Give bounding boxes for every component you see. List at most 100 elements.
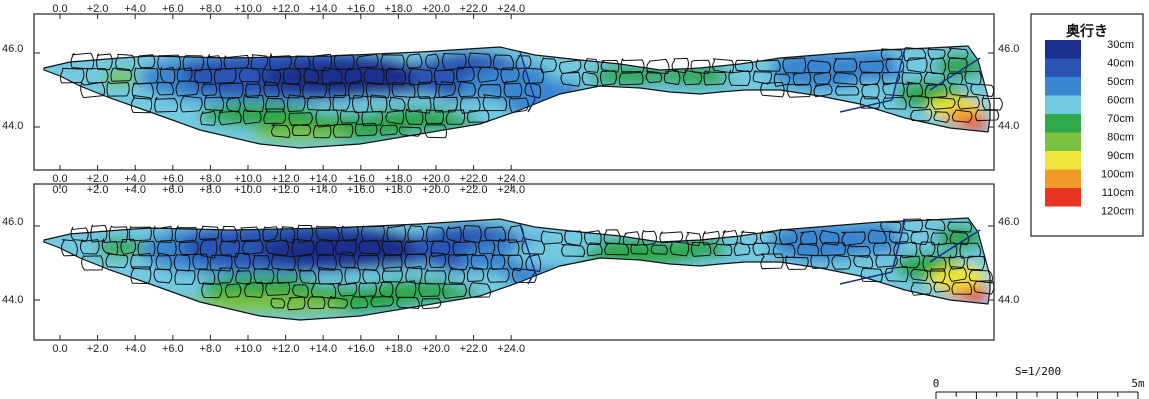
bottom-panel-x-top-tick-label: +8.0 — [200, 184, 222, 196]
stone-outline — [899, 254, 921, 269]
stone-outline — [833, 58, 858, 73]
stone-outline — [380, 54, 405, 71]
bottom-y-tick-left-46: 46.0 — [2, 216, 23, 228]
stone-outline — [217, 267, 234, 284]
bottom-panel-x-bottom-tick-label: +16.0 — [347, 343, 375, 355]
stone-outline — [620, 57, 645, 74]
stone-outline — [239, 226, 261, 242]
stone-outline — [922, 255, 947, 272]
stone-outline — [622, 231, 640, 246]
bottom-panel-x-bottom-tick-label: +12.0 — [272, 343, 300, 355]
stone-outline — [105, 253, 129, 269]
stone-outline — [313, 124, 332, 139]
joint-line — [839, 271, 893, 285]
stone-outline — [417, 80, 437, 100]
stone-outline — [385, 68, 407, 86]
bottom-panel-x-top-tick-label: +12.0 — [272, 184, 300, 196]
stone-outline — [242, 109, 262, 125]
stone-outline — [386, 224, 407, 243]
stone-outline — [507, 254, 523, 272]
stone-outline — [265, 281, 291, 297]
top-panel-x-bottom-tick-label: +16.0 — [347, 173, 375, 185]
stone-outline — [728, 68, 751, 87]
stone-outline — [690, 241, 712, 257]
top-panel-x-bottom-tick-label: +4.0 — [124, 173, 146, 185]
stone-outline — [442, 281, 467, 299]
stone-outline — [459, 97, 481, 115]
stone-outline — [192, 252, 209, 270]
stone-outline — [500, 67, 520, 84]
stone-outline — [174, 225, 198, 243]
stone-outline — [446, 225, 462, 243]
stone-outline — [388, 96, 406, 112]
stone-outline — [128, 224, 152, 242]
legend-label-100cm: 100cm — [1101, 169, 1134, 181]
stone-outline — [515, 55, 532, 70]
stone-outline — [604, 242, 630, 256]
stone-outline — [948, 266, 967, 282]
legend-label-60cm: 60cm — [1107, 95, 1134, 107]
bottom-panel-x-top-tick-label: +4.0 — [124, 184, 146, 196]
stone-outline — [354, 122, 378, 137]
legend-swatch-100cm — [1045, 169, 1081, 188]
stone-outline — [156, 81, 174, 96]
top-panel-x-top-tick-label: +18.0 — [384, 3, 412, 15]
bottom-panel-x-bottom-tick-label: 0.0 — [52, 343, 67, 355]
legend-swatch-80cm — [1045, 132, 1081, 151]
stone-outline — [906, 57, 928, 74]
stone-outline — [265, 239, 289, 257]
stone-outline — [358, 281, 377, 298]
top-panel-x-top-tick-label: 0.0 — [52, 3, 67, 15]
stone-outline — [880, 48, 903, 61]
joint-line — [527, 271, 536, 285]
stone-outline — [456, 65, 475, 83]
stone-outline — [244, 281, 264, 299]
bottom-panel-x-top-tick-label: +16.0 — [347, 184, 375, 196]
bottom-y-tick-right-46: 46.0 — [998, 216, 1019, 228]
stone-outline — [458, 80, 476, 98]
stone-outline — [933, 111, 950, 123]
stone-outline — [287, 296, 306, 311]
stone-outline — [584, 230, 602, 246]
stone-outline — [792, 71, 812, 86]
stone-outline — [153, 267, 173, 284]
legend-swatch-50cm — [1045, 77, 1081, 96]
stone-outline — [365, 81, 391, 99]
bottom-panel-x-ticks-bottom: 0.0+2.0+4.0+6.0+8.0+10.0+12.0+14.0+16.0+… — [52, 335, 525, 355]
stone-outline — [219, 240, 240, 258]
stone-outline — [70, 226, 89, 242]
top-panel-x-top-tick-label: +14.0 — [309, 3, 337, 15]
stone-outline — [407, 96, 432, 114]
legend-title: 奥行き — [1066, 23, 1108, 40]
stone-outline — [511, 267, 537, 283]
bottom-panel: 0.0+2.0+4.0+6.0+8.0+10.0+12.0+14.0+16.0+… — [2, 183, 1019, 355]
stone-outline — [683, 69, 703, 86]
stone-outline — [281, 81, 302, 99]
stone-outline — [477, 84, 502, 99]
stone-outline — [445, 109, 466, 125]
stone-outline — [973, 280, 995, 295]
stone-outline — [880, 221, 902, 233]
stone-outline — [910, 281, 932, 296]
stone-outline — [245, 82, 262, 99]
stone-outline — [477, 66, 499, 83]
stone-outline — [740, 230, 758, 245]
stone-outline — [502, 80, 523, 98]
stone-outline — [428, 252, 447, 268]
stone-outline — [933, 281, 951, 293]
top-panel-x-top-tick-label: +4.0 — [124, 3, 146, 15]
stone-outline — [157, 239, 177, 257]
stone-outline — [315, 240, 334, 256]
stone-outline — [182, 55, 205, 72]
bottom-panel-x-bottom-tick-label: +8.0 — [200, 343, 222, 355]
stone-outline — [348, 79, 365, 99]
stone-outline — [418, 281, 441, 297]
top-panel-x-ticks-bottom: 0.0+2.0+4.0+6.0+8.0+10.0+12.0+14.0+16.0+… — [52, 165, 525, 185]
legend-label-50cm: 50cm — [1107, 76, 1134, 88]
stone-outline — [452, 241, 477, 257]
stone-outline — [487, 266, 510, 283]
stone-outline — [813, 71, 832, 85]
top-panel: 0.0+2.0+4.0+6.0+8.0+10.0+12.0+14.0+16.0+… — [2, 3, 1019, 185]
stone-outline — [663, 69, 681, 86]
stone-outline — [404, 253, 428, 270]
